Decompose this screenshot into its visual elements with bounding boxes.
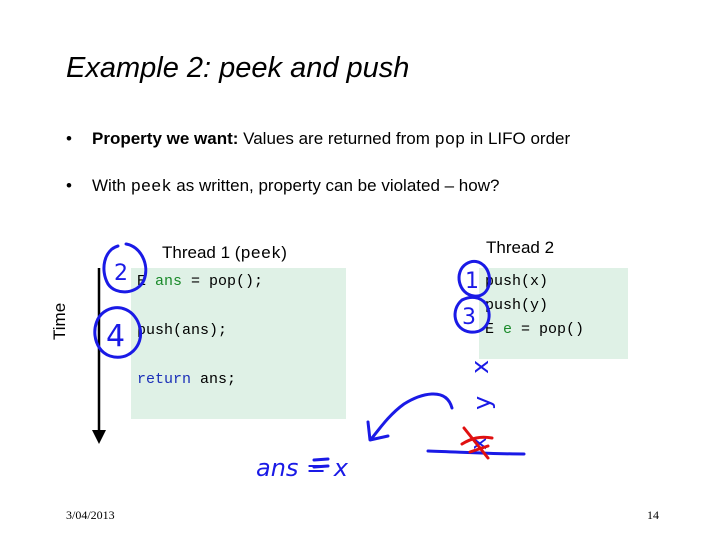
thread1-title-code: peek [240,245,282,264]
code-text: ans; [191,371,237,388]
step-1-circle [457,259,491,298]
curved-arrow-icon [370,392,454,440]
stack-item-y: y [468,396,496,410]
bullet-code: pop [434,131,466,150]
bullet-property: • Property we want: Values are returned f… [66,129,570,150]
code-variable: e [503,321,513,338]
thread1-title-text: Thread 1 ( [162,243,241,262]
code-text: E [485,321,504,338]
equals-stroke [312,457,330,469]
step-2-circle [102,242,148,294]
ans-equals-x: ans = x [256,454,349,482]
bullet-dot: • [66,129,72,148]
bullet-text: as written, property can be violated – h… [171,176,500,195]
step-number-2: 2 [114,261,128,286]
bullet-code: peek [130,178,172,197]
stack-baseline [426,449,526,456]
thread2-title: Thread 2 [486,238,555,257]
thread1-title: Thread 1 (peek) [162,243,287,264]
bullet-text: Values are returned from [238,129,435,148]
bullet-text: With [92,176,131,195]
curved-arrow-head [366,420,390,442]
red-strike [460,426,494,460]
code-text: = pop() [512,321,585,338]
bullet-bold-text: Property we want: [92,129,239,148]
step-number-3: 3 [462,305,476,330]
thread1-title-text: ) [281,243,287,262]
code-text: E [137,273,156,290]
step-4-circle [93,306,143,359]
code-line: push(y) [485,297,548,314]
step-number-1: 1 [465,269,479,294]
step-3-circle [453,295,491,334]
code-keyword: return [137,371,192,388]
thread2-code-block: push(x) push(y) E e = pop() [479,268,628,359]
time-arrow [92,268,106,444]
code-text: push(ans); [137,322,228,339]
page-number: 14 [647,508,659,522]
bullet-text: in LIFO order [465,129,571,148]
code-text: push(y) [485,297,549,314]
code-line: E e = pop() [485,321,584,338]
code-variable: ans [155,273,183,290]
bullet-violation: • With peek as written, property can be v… [66,176,499,197]
code-text: = pop(); [182,273,264,290]
code-line: push(ans); [137,322,227,339]
footer-date: 3/04/2013 [66,508,115,522]
stack-item-x: x [466,360,494,374]
code-text: push(x) [485,273,549,290]
code-line: push(x) [485,273,548,290]
step-number-4: 4 [106,319,125,354]
thread1-code-block: E ans = pop(); push(ans); return ans; [131,268,346,419]
code-line: E ans = pop(); [137,273,263,290]
bullet-dot: • [66,176,72,195]
code-line: return ans; [137,371,236,388]
slide-title: Example 2: peek and push [66,52,410,84]
